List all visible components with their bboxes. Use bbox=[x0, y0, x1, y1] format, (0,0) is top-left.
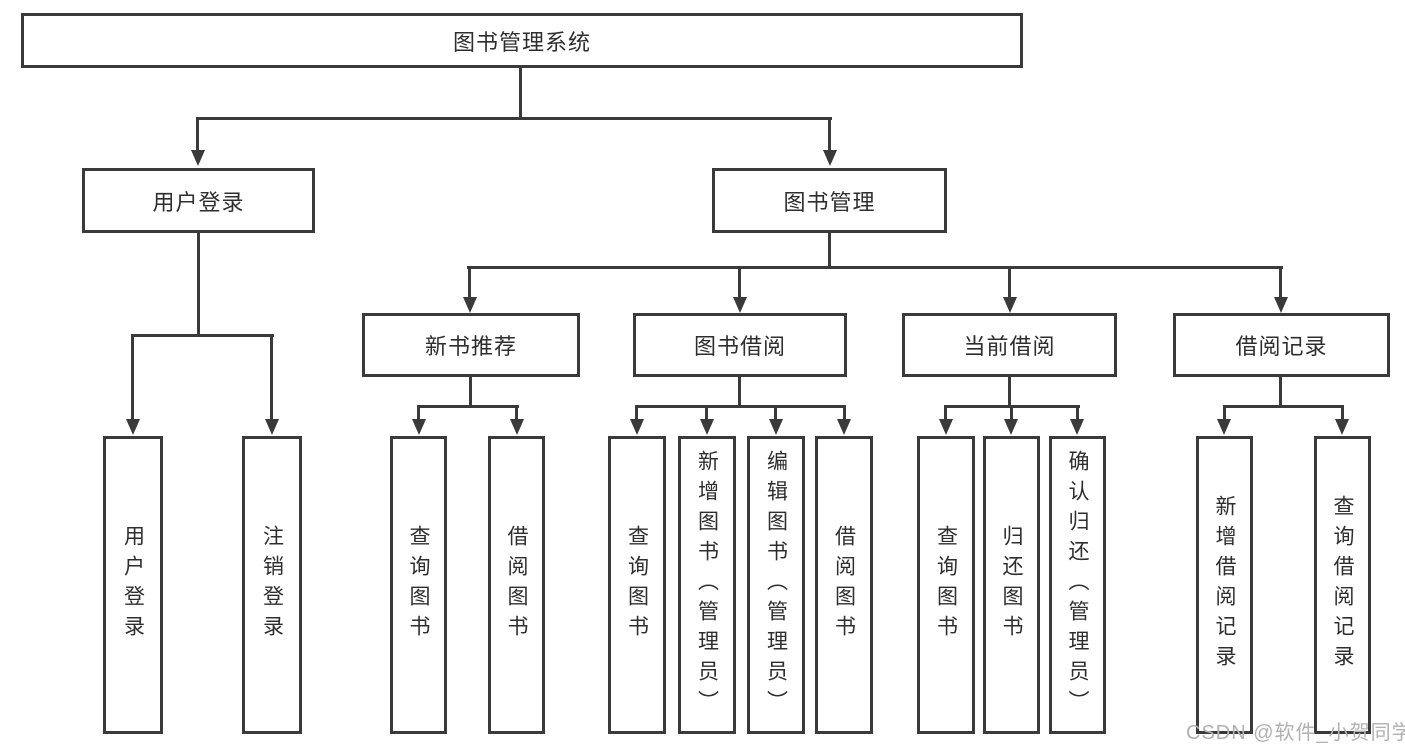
connector-to-leaf10 bbox=[1010, 405, 1013, 419]
leaf-borrow-books: 借阅图书 bbox=[815, 436, 873, 734]
connector-to-user-login bbox=[196, 117, 199, 151]
leaf-borrow-books-recommend-label: 借阅图书 bbox=[505, 525, 528, 645]
node-user-login-label: 用户登录 bbox=[152, 189, 245, 215]
arrowhead-borrowing bbox=[733, 297, 747, 313]
arrowhead-leaf12 bbox=[1217, 419, 1231, 435]
leaf-return-books: 归还图书 bbox=[983, 436, 1040, 734]
leaf-add-books-admin-label: 新增图书（管理员） bbox=[695, 450, 719, 720]
connector-current-trunk bbox=[1008, 377, 1011, 405]
arrowhead-leaf3 bbox=[412, 419, 426, 435]
node-borrowing-records-label: 借阅记录 bbox=[1235, 334, 1328, 359]
leaf-return-books-label: 归还图书 bbox=[1000, 525, 1023, 645]
arrowhead-current bbox=[1003, 297, 1017, 313]
connector-to-leaf5 bbox=[635, 405, 638, 419]
connector-to-book-management bbox=[828, 117, 831, 151]
arrowhead-records bbox=[1274, 297, 1288, 313]
leaf-borrow-books-recommend: 借阅图书 bbox=[488, 436, 545, 734]
csdn-watermark: CSDN @软件_小贺同学 bbox=[1186, 722, 1405, 744]
node-new-book-recommend: 新书推荐 bbox=[362, 313, 580, 377]
arrowhead-leaf9 bbox=[939, 419, 953, 435]
leaf-query-books-recommend: 查询图书 bbox=[390, 436, 447, 734]
connector-to-leaf12 bbox=[1223, 405, 1226, 419]
node-book-borrowing: 图书借阅 bbox=[633, 313, 847, 377]
connector-to-current bbox=[1008, 266, 1011, 298]
node-book-management-label: 图书管理 bbox=[783, 189, 876, 215]
arrowhead-user-login bbox=[191, 150, 205, 166]
connector-root-trunk bbox=[519, 66, 522, 117]
connector-level3-rail bbox=[467, 266, 1283, 269]
connector-borrowing-rail bbox=[635, 405, 846, 408]
leaf-query-books-current: 查询图书 bbox=[917, 436, 975, 734]
arrowhead-leaf10 bbox=[1004, 419, 1018, 435]
connector-to-records bbox=[1279, 266, 1282, 298]
node-current-borrowing-label: 当前借阅 bbox=[963, 334, 1056, 359]
leaf-edit-books-admin-label: 编辑图书（管理员） bbox=[764, 450, 788, 720]
leaf-query-books-borrow-label: 查询图书 bbox=[625, 525, 649, 645]
leaf-add-books-admin: 新增图书（管理员） bbox=[678, 436, 736, 734]
leaf-borrow-books-label: 借阅图书 bbox=[832, 525, 856, 645]
connector-to-leaf8 bbox=[843, 405, 846, 419]
connector-recommend-trunk bbox=[469, 377, 472, 405]
connector-to-leaf11 bbox=[1076, 405, 1079, 419]
leaf-edit-books-admin: 编辑图书（管理员） bbox=[747, 436, 805, 734]
leaf-query-books-current-label: 查询图书 bbox=[934, 525, 958, 645]
arrowhead-leaf6 bbox=[700, 419, 714, 435]
connector-records-rail bbox=[1223, 405, 1344, 408]
connector-to-leaf4 bbox=[515, 405, 518, 419]
connector-to-leaf13 bbox=[1341, 405, 1344, 419]
connector-mgmt-trunk bbox=[828, 233, 831, 267]
arrowhead-leaf11 bbox=[1070, 419, 1084, 435]
leaf-user-login: 用户登录 bbox=[103, 436, 163, 734]
arrowhead-recommend bbox=[463, 297, 477, 313]
connector-to-leaf-logout bbox=[270, 334, 273, 419]
connector-to-borrowing bbox=[738, 266, 741, 298]
connector-level2-rail bbox=[196, 117, 832, 120]
leaf-confirm-return-admin-label: 确认归还（管理员） bbox=[1066, 450, 1089, 720]
node-book-management: 图书管理 bbox=[712, 168, 947, 233]
node-current-borrowing: 当前借阅 bbox=[902, 313, 1117, 377]
node-library-system: 图书管理系统 bbox=[21, 13, 1023, 68]
arrowhead-leaf4 bbox=[510, 419, 524, 435]
arrowhead-leaf-user-login bbox=[126, 419, 140, 435]
connector-records-trunk bbox=[1279, 377, 1282, 405]
connector-borrowing-trunk bbox=[738, 377, 741, 405]
connector-recommend-rail bbox=[417, 405, 519, 408]
arrowhead-book-management bbox=[823, 150, 837, 166]
connector-to-leaf-user-login bbox=[131, 334, 134, 419]
node-borrowing-records: 借阅记录 bbox=[1173, 313, 1390, 377]
connector-login-trunk bbox=[197, 233, 200, 335]
arrowhead-leaf5 bbox=[630, 419, 644, 435]
arrowhead-leaf13 bbox=[1335, 419, 1349, 435]
node-new-book-recommend-label: 新书推荐 bbox=[424, 334, 517, 359]
connector-to-leaf7 bbox=[774, 405, 777, 419]
leaf-logout: 注销登录 bbox=[242, 436, 302, 734]
leaf-logout-label: 注销登录 bbox=[260, 525, 284, 645]
connector-to-leaf9 bbox=[944, 405, 947, 419]
node-user-login: 用户登录 bbox=[82, 168, 315, 233]
connector-to-leaf3 bbox=[417, 405, 420, 419]
connector-to-leaf6 bbox=[705, 405, 708, 419]
arrowhead-leaf7 bbox=[769, 419, 783, 435]
leaf-query-books-recommend-label: 查询图书 bbox=[407, 525, 430, 645]
leaf-add-borrow-record: 新增借阅记录 bbox=[1196, 436, 1253, 734]
arrowhead-leaf8 bbox=[837, 419, 851, 435]
connector-login-rail bbox=[131, 334, 274, 337]
connector-to-recommend bbox=[468, 266, 471, 298]
leaf-query-books-borrow: 查询图书 bbox=[608, 436, 666, 734]
leaf-confirm-return-admin: 确认归还（管理员） bbox=[1049, 436, 1106, 734]
node-library-system-label: 图书管理系统 bbox=[452, 29, 591, 55]
node-book-borrowing-label: 图书借阅 bbox=[693, 334, 786, 359]
leaf-user-login-label: 用户登录 bbox=[121, 525, 145, 645]
arrowhead-leaf-logout bbox=[265, 419, 279, 435]
leaf-query-borrow-record-label: 查询借阅记录 bbox=[1331, 495, 1354, 675]
leaf-add-borrow-record-label: 新增借阅记录 bbox=[1213, 495, 1236, 675]
leaf-query-borrow-record: 查询借阅记录 bbox=[1314, 436, 1371, 734]
